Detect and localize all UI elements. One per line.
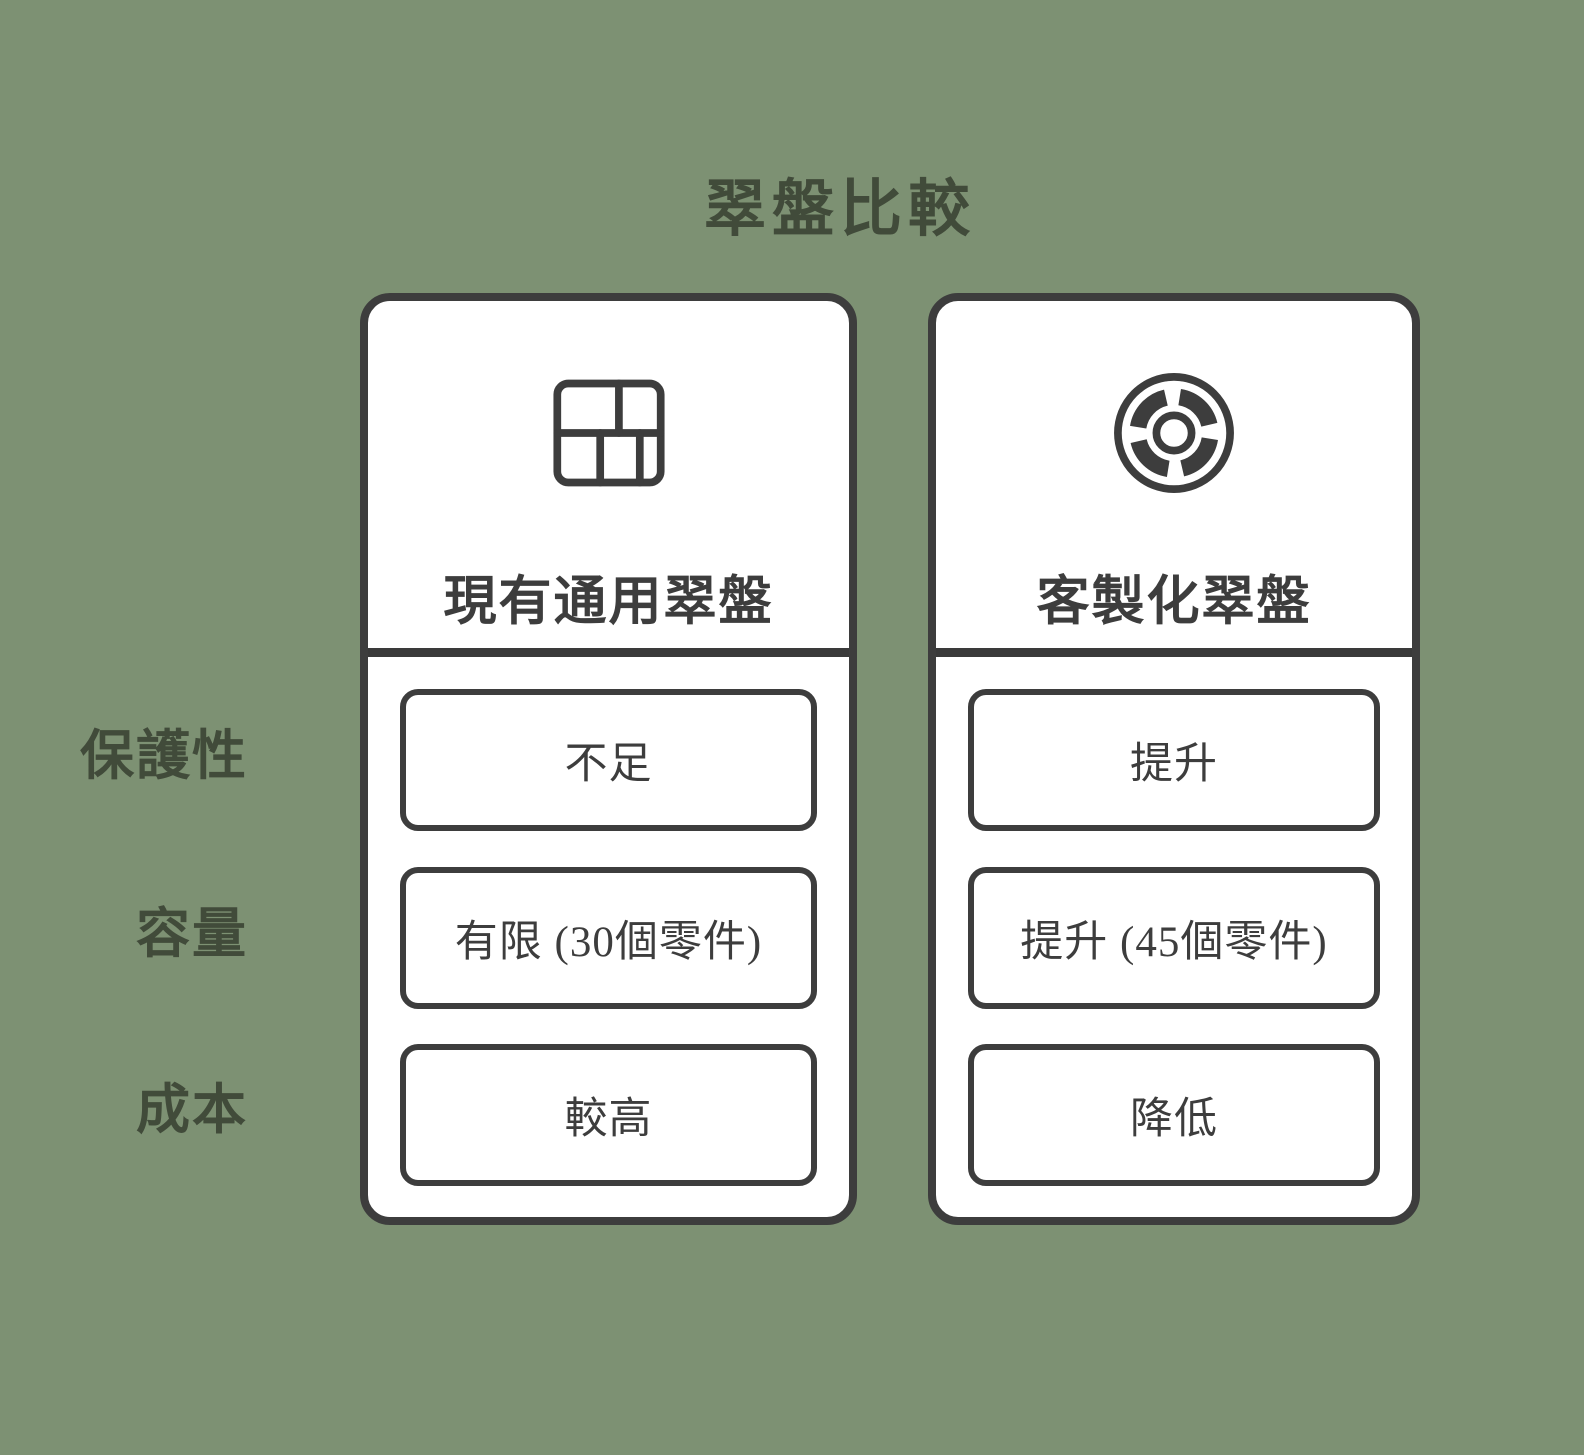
row-label-capacity: 容量 (136, 904, 248, 964)
card-custom-tray: 客製化翠盤 提升 提升 (45個零件) 降低 (928, 293, 1420, 1225)
card-divider (936, 648, 1412, 657)
row-label-protection: 保護性 (80, 726, 248, 786)
card-existing-tray: 現有通用翠盤 不足 有限 (30個零件) 較高 (360, 293, 857, 1225)
row-label-cost: 成本 (136, 1080, 248, 1140)
value-text: 提升 (1130, 741, 1218, 788)
segmented-wheel-icon (1108, 367, 1240, 499)
diagram-title: 翠盤比較 (703, 176, 976, 244)
card-title-existing: 現有通用翠盤 (443, 573, 774, 631)
value-text: 降低 (1130, 1096, 1218, 1143)
pallet-grid-icon (543, 367, 675, 499)
value-text: 有限 (30個零件) (454, 919, 763, 966)
value-box-capacity-custom: 提升 (45個零件) (968, 867, 1380, 1009)
value-box-protection-existing: 不足 (400, 689, 817, 831)
value-text: 提升 (45個零件) (1020, 919, 1328, 966)
card-divider (368, 648, 849, 657)
value-text: 較高 (564, 1096, 653, 1143)
value-box-cost-existing: 較高 (400, 1044, 817, 1186)
value-text: 不足 (564, 741, 653, 788)
value-box-protection-custom: 提升 (968, 689, 1380, 831)
value-box-cost-custom: 降低 (968, 1044, 1380, 1186)
value-box-capacity-existing: 有限 (30個零件) (400, 867, 817, 1009)
card-title-custom: 客製化翠盤 (1036, 573, 1312, 631)
